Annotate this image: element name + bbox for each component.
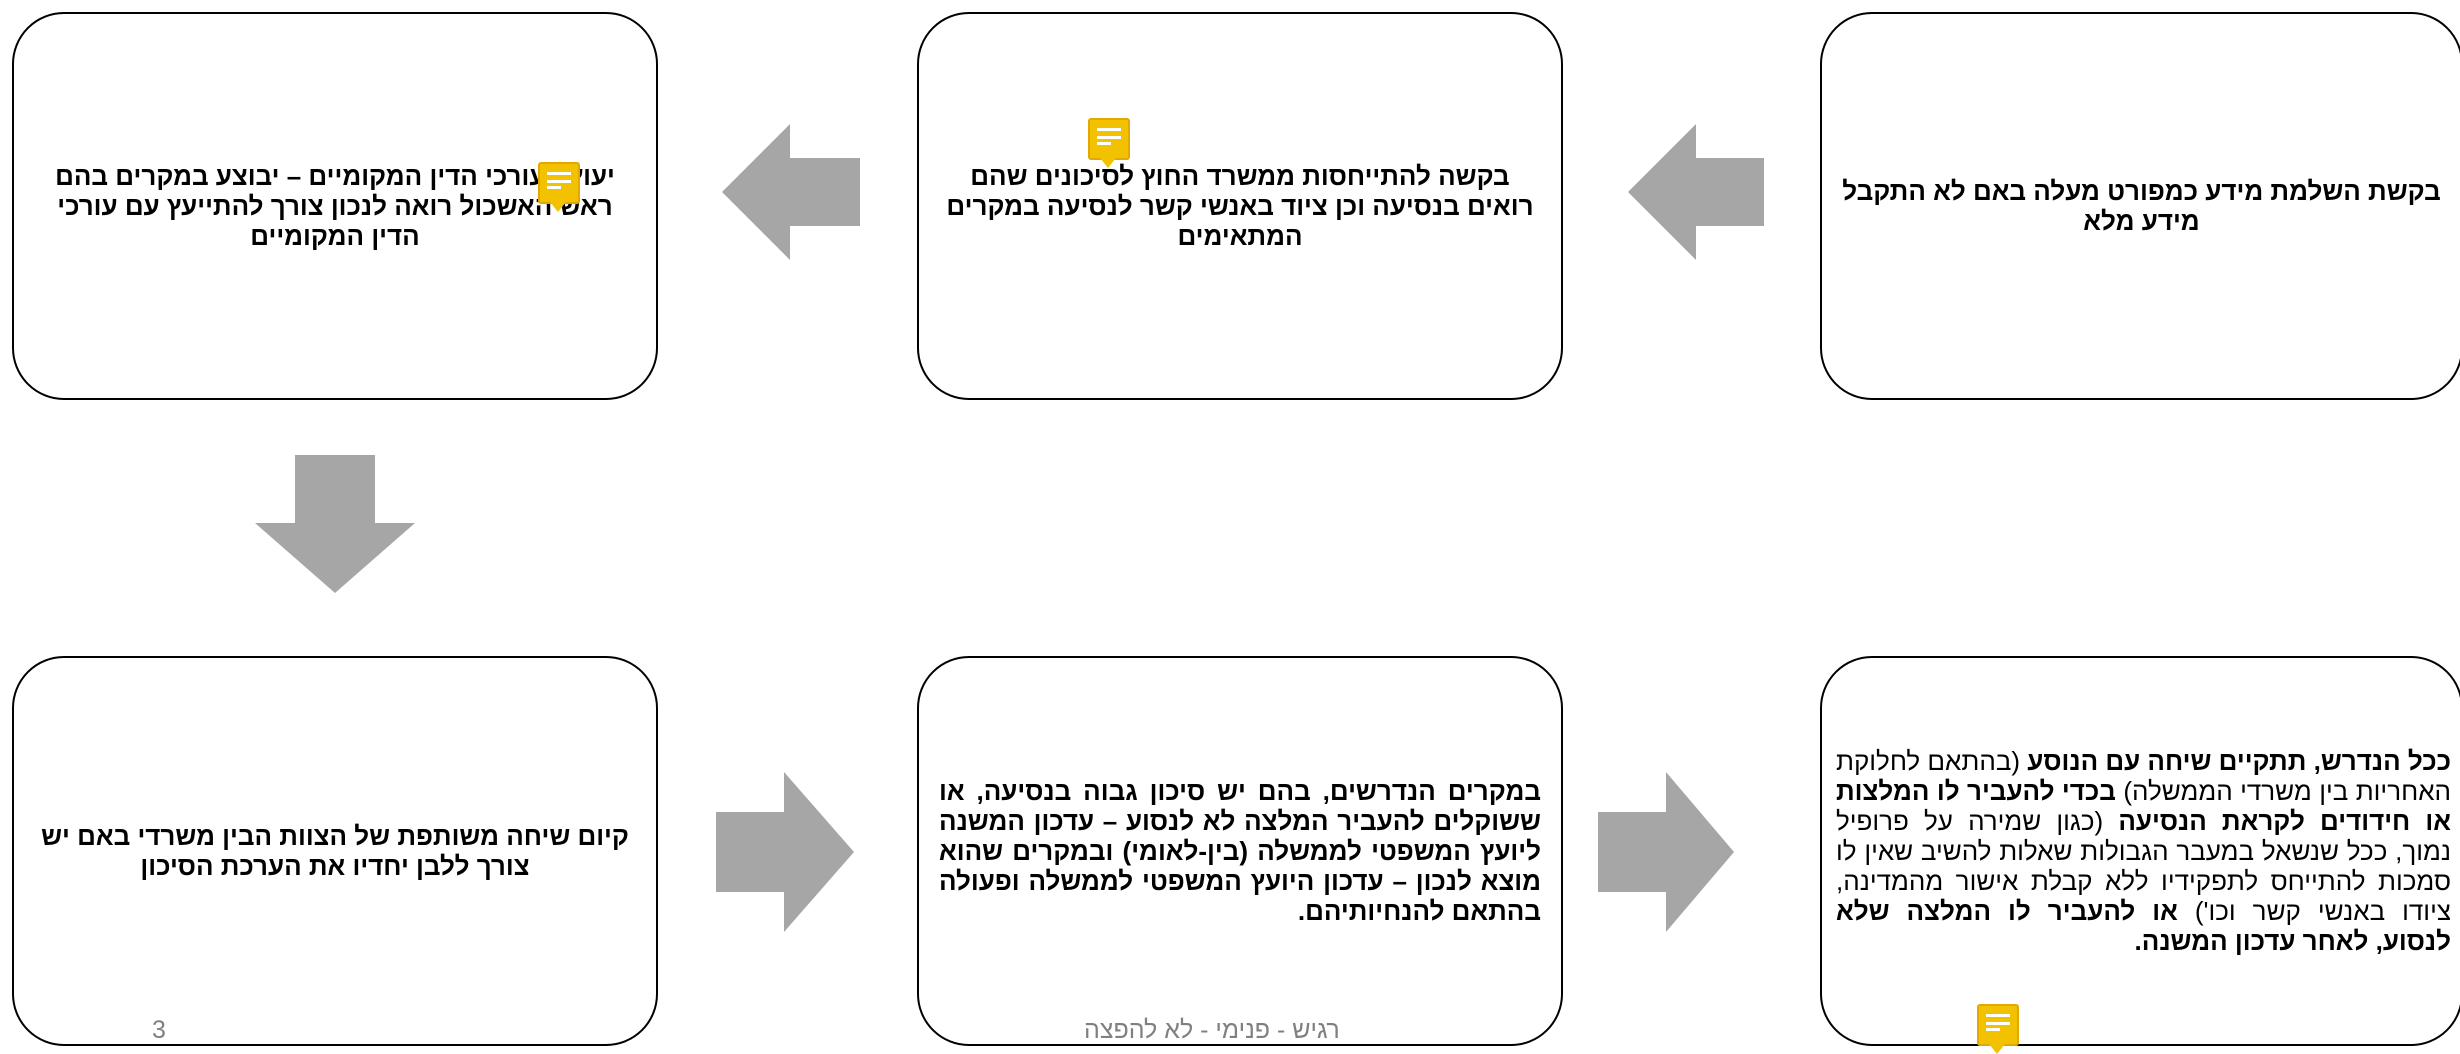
comment-note-icon[interactable] (1088, 118, 1130, 168)
left-arrow-icon (1628, 124, 1764, 260)
text-bold: בכדי להעביר לו המלצות או חידודים לקראת ה… (1836, 776, 2451, 836)
step-text: ככל הנדרש, תתקיים שיחה עם הנוסע (בהתאם ל… (1822, 746, 2460, 956)
step-text: במקרים הנדרשים, בהם יש סיכון גבוה בנסיעה… (939, 776, 1541, 926)
comment-note-icon[interactable] (1977, 1004, 2019, 1054)
step-box-request-more-info: בקשת השלמת מידע כמפורט מעלה באם לא התקבל… (1820, 12, 2460, 400)
right-arrow-icon (1598, 772, 1734, 932)
text-bold: ככל הנדרש, תתקיים שיחה עם הנוסע (2027, 746, 2451, 776)
down-arrow-icon (255, 455, 415, 593)
step-box-traveler-conversation: ככל הנדרש, תתקיים שיחה עם הנוסע (בהתאם ל… (1820, 656, 2460, 1046)
text-regular: (כגון שמירה על פרופיל נמוך, ככל שנשאל במ… (1836, 806, 2451, 926)
step-text: קיום שיחה משותפת של הצוות הבין משרדי באם… (41, 821, 629, 881)
step-box-legal-advisor-update: במקרים הנדרשים, בהם יש סיכון גבוה בנסיעה… (917, 656, 1563, 1046)
left-arrow-icon (722, 124, 860, 260)
step-text: יעוץ בעורכי הדין המקומיים – יבוצע במקרים… (55, 161, 615, 251)
step-box-joint-team-call: קיום שיחה משותפת של הצוות הבין משרדי באם… (12, 656, 658, 1046)
step-box-foreign-ministry-request: בקשה להתייחסות ממשרד החוץ לסיכונים שהם ר… (917, 12, 1563, 400)
classification-label: רגיש - פנימי - לא להפצה (1084, 1016, 1340, 1044)
text-regular: (בהתאם לחלוקת האחריות בין משרדי הממשלה) (1836, 746, 2451, 806)
text-bold: או להעביר לו המלצה שלא לנסוע, לאחר עדכון… (1836, 896, 2451, 956)
step-text: בקשה להתייחסות ממשרד החוץ לסיכונים שהם ר… (946, 161, 1534, 251)
step-text: בקשת השלמת מידע כמפורט מעלה באם לא התקבל… (1842, 176, 2441, 236)
comment-note-icon[interactable] (538, 162, 580, 212)
right-arrow-icon (716, 772, 854, 932)
page-number: 3 (152, 1016, 166, 1044)
